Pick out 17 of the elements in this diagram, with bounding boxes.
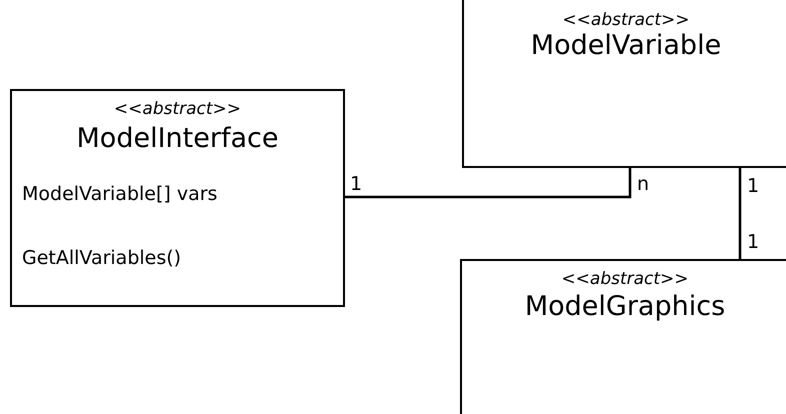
- multiplicity-label: 1: [350, 173, 362, 195]
- class-box: [10, 89, 345, 307]
- attribute-text: ModelVariable[] vars: [22, 183, 218, 205]
- multiplicity-label: 1: [747, 231, 760, 253]
- association-line: [738, 168, 742, 259]
- association-line: [345, 168, 632, 198]
- stereotype-label: <<abstract>>: [112, 99, 242, 119]
- class-box: [460, 259, 786, 414]
- multiplicity-label: 1: [747, 175, 760, 197]
- stereotype-label: <<abstract>>: [560, 269, 690, 289]
- method-text: GetAllVariables(): [22, 247, 182, 269]
- stereotype-label: <<abstract>>: [561, 10, 691, 30]
- class-name: ModelGraphics: [524, 291, 726, 322]
- class-name: ModelInterface: [76, 123, 280, 154]
- class-name: ModelVariable: [530, 30, 722, 61]
- multiplicity-label: n: [637, 173, 650, 195]
- class-box: [462, 0, 786, 168]
